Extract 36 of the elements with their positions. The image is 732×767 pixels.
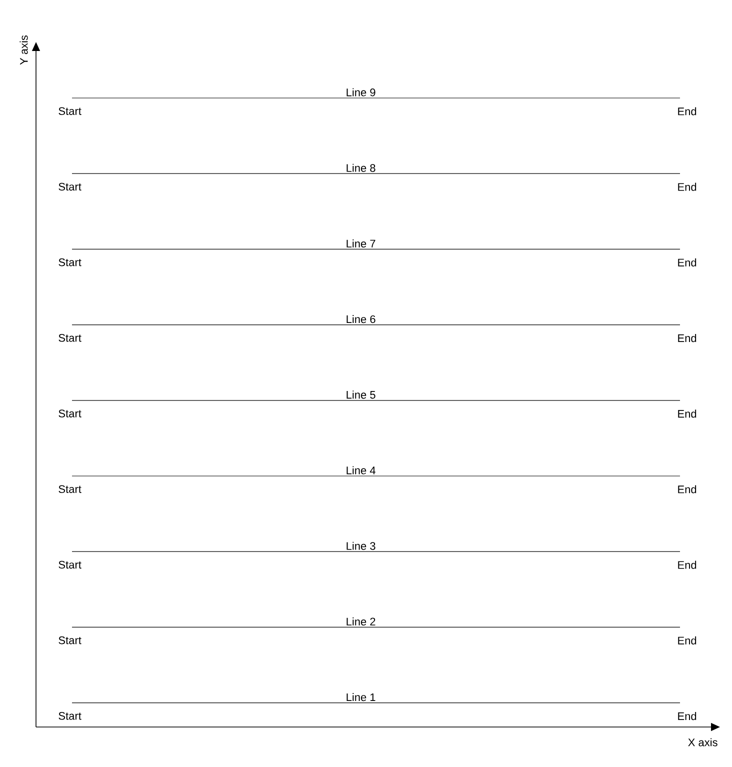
edge-label: Line 8 — [346, 164, 376, 172]
endpoint-label: End — [678, 182, 696, 191]
edge-label: Line 2 — [346, 617, 376, 626]
edge-label: Line 1 — [346, 693, 376, 702]
endpoint-label: Start — [58, 258, 82, 266]
line — [72, 551, 680, 552]
endpoint-label: Start — [58, 712, 82, 720]
edge-label: Line 3 — [346, 542, 376, 550]
endpoint-label: End — [678, 334, 696, 342]
edge-label: Line 9 — [346, 88, 376, 96]
line — [72, 702, 680, 704]
line — [72, 400, 680, 401]
edge-label: Line 5 — [346, 390, 376, 399]
endpoint-label: End — [678, 560, 696, 569]
endpoint-label: Start — [58, 107, 82, 115]
line — [72, 324, 680, 326]
edge-label: Line 7 — [346, 239, 376, 248]
endpoint-label: End — [678, 107, 696, 116]
endpoint-label: End — [678, 410, 696, 418]
endpoint-label: Start — [58, 410, 82, 418]
axis-label: X axis — [688, 738, 718, 746]
endpoint-label: Start — [58, 560, 82, 569]
endpoint-label: Start — [58, 485, 82, 493]
endpoint-label: End — [678, 258, 696, 266]
edge-label: Line 6 — [346, 315, 376, 324]
endpoint-label: Start — [58, 182, 82, 191]
endpoint-label: Start — [58, 636, 82, 644]
endpoint-label: End — [678, 485, 696, 494]
endpoint-label: End — [678, 712, 696, 720]
line — [72, 173, 680, 174]
endpoint-label: Start — [58, 334, 82, 342]
axis-label: Y axis — [20, 35, 28, 65]
edge-label: Line 4 — [346, 466, 376, 474]
endpoint-label: End — [678, 636, 696, 644]
line — [72, 626, 680, 628]
line — [72, 248, 680, 250]
